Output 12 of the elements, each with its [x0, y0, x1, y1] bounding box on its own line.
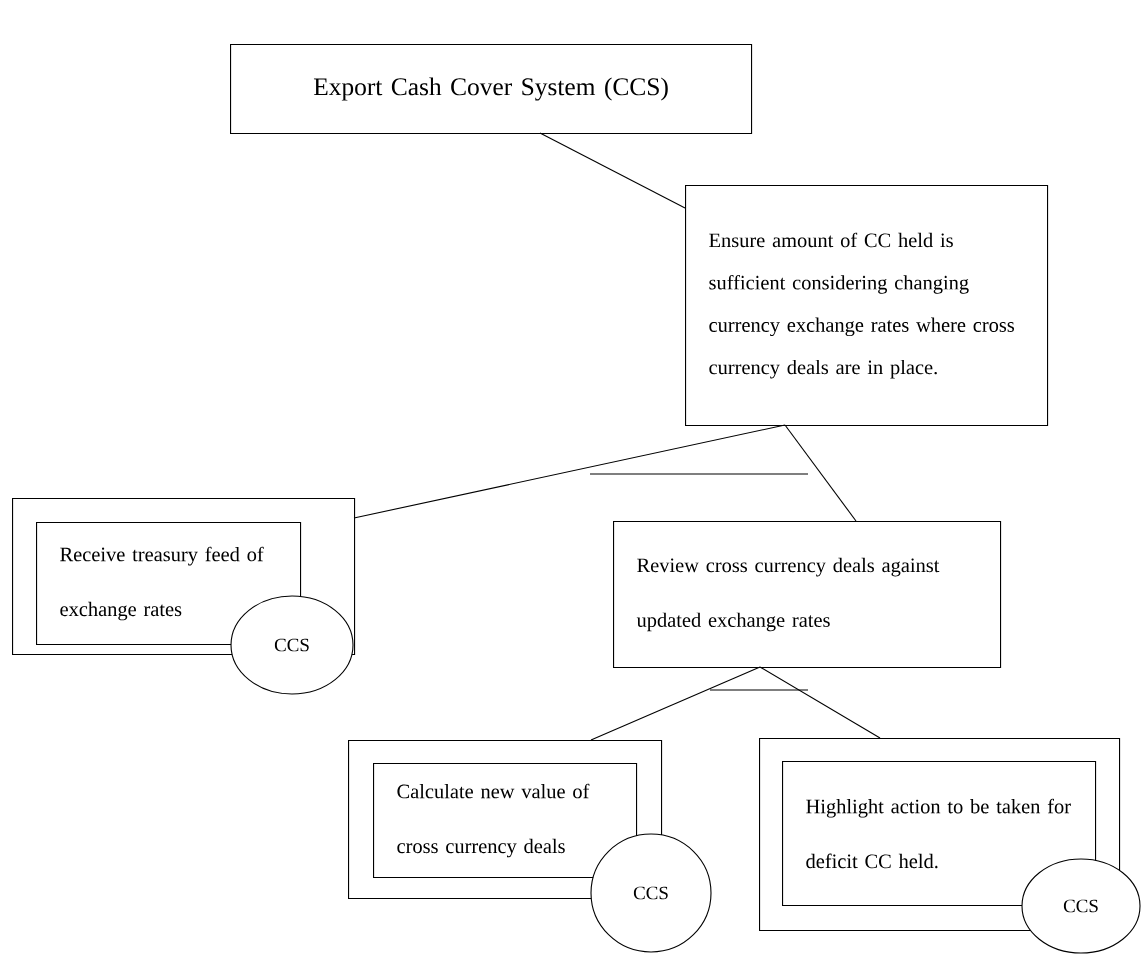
circle-label: CCS	[230, 595, 354, 695]
connector-line	[590, 666, 761, 741]
circle-label: CCS	[590, 833, 712, 953]
title-box: Export Cash Cover System (CCS)	[230, 44, 753, 135]
connector-line	[759, 666, 881, 739]
process-box: Ensure amount of CC held is sufficient considering changing currency exchange rates where cross currency deals are in place.	[685, 185, 1049, 427]
connector-line	[353, 424, 786, 519]
circle-label: CCS	[1021, 858, 1141, 954]
process-box: Calculate new value of cross currency deals	[373, 763, 638, 879]
connector-line	[784, 424, 857, 522]
connector-line	[539, 132, 686, 209]
process-box: Review cross currency deals against updated exchange rates	[613, 521, 1002, 669]
